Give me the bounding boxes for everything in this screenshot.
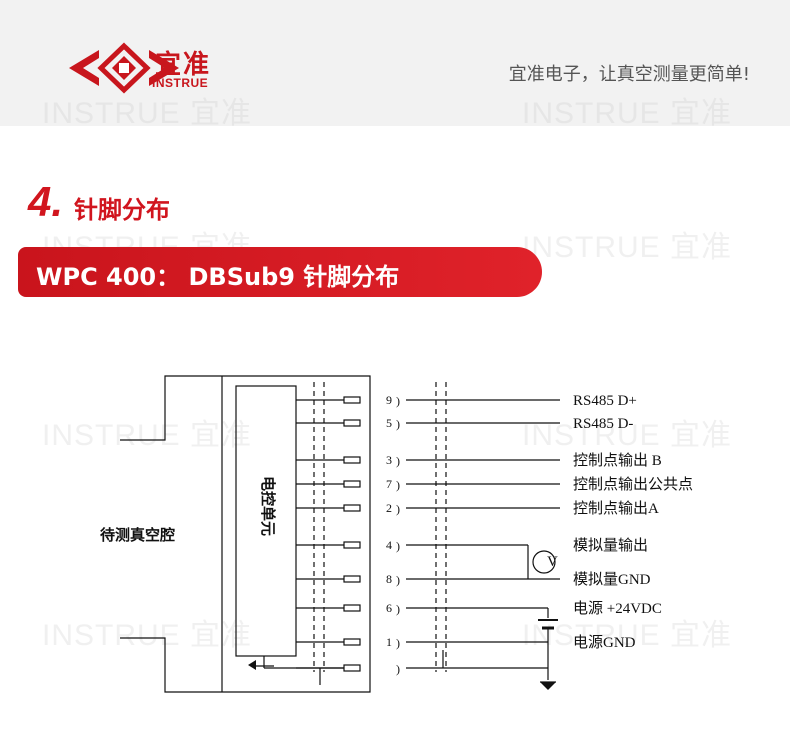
brand-logo-icon bbox=[69, 42, 179, 94]
pin-number: 7 bbox=[386, 477, 392, 491]
svg-text:): ) bbox=[396, 394, 400, 408]
pin-number: 4 bbox=[386, 538, 392, 552]
pin-signal-label: 电源GND bbox=[573, 634, 636, 651]
title-banner: WPC 400： DBSub9 针脚分布 bbox=[18, 247, 542, 297]
pin-signal-label: RS485 D+ bbox=[573, 393, 637, 409]
svg-text:): ) bbox=[396, 573, 400, 587]
page-header: 宜准 INSTRUE 宜准电子，让真空测量更简单! INSTRUE 宜准 INS… bbox=[0, 0, 790, 130]
pin-number: 3 bbox=[386, 453, 392, 467]
pin-signal-label: 控制点输出公共点 bbox=[573, 476, 693, 493]
voltmeter-symbol: V bbox=[547, 554, 558, 570]
ground-icon bbox=[540, 682, 556, 690]
pin-number: 2 bbox=[386, 501, 392, 515]
pin-number: 5 bbox=[386, 416, 392, 430]
svg-text:): ) bbox=[396, 602, 400, 616]
pin-number: 9 bbox=[386, 393, 392, 407]
pin-number: 1 bbox=[386, 635, 392, 649]
svg-text:): ) bbox=[396, 662, 400, 676]
watermark: INSTRUE 宜准 bbox=[522, 231, 733, 264]
svg-text:): ) bbox=[396, 478, 400, 492]
chamber-label: 待测真空腔 bbox=[100, 526, 175, 544]
control-unit-box bbox=[235, 385, 297, 657]
pin-number: 8 bbox=[386, 572, 392, 586]
slogan: 宜准电子，让真空测量更简单! bbox=[508, 64, 750, 85]
svg-text:): ) bbox=[396, 454, 400, 468]
brand-name-cn: 宜准 bbox=[155, 50, 212, 80]
pin-signal-label: 模拟量GND bbox=[573, 571, 651, 588]
control-unit-label: 电控单元 bbox=[259, 476, 277, 536]
pin-number: 6 bbox=[386, 601, 392, 615]
section-number: 4. bbox=[28, 178, 64, 225]
brand-name-en: INSTRUE bbox=[152, 76, 209, 90]
svg-text:): ) bbox=[396, 539, 400, 553]
svg-text:): ) bbox=[396, 502, 400, 516]
pin-signal-label: 控制点输出A bbox=[573, 500, 659, 517]
ground-icon bbox=[248, 660, 256, 670]
pin-signal-label: 模拟量输出 bbox=[573, 537, 648, 554]
svg-text:): ) bbox=[396, 417, 400, 431]
pin-signal-label: 控制点输出 B bbox=[573, 452, 662, 469]
banner-text: WPC 400： DBSub9 针脚分布 bbox=[36, 263, 400, 291]
watermark: INSTRUE 宜准 bbox=[522, 97, 733, 130]
svg-text:): ) bbox=[396, 636, 400, 650]
pinout-diagram: ))) ))) ))) ) 9 RS485 D+ 5 RS485 D- 3 控制点输出 B… bbox=[100, 375, 693, 693]
pin-signal-label: RS485 D- bbox=[573, 416, 633, 432]
chamber-outline bbox=[120, 375, 371, 693]
section-title: 针脚分布 bbox=[74, 196, 170, 224]
pin-signal-label: 电源 +24VDC bbox=[573, 600, 662, 617]
